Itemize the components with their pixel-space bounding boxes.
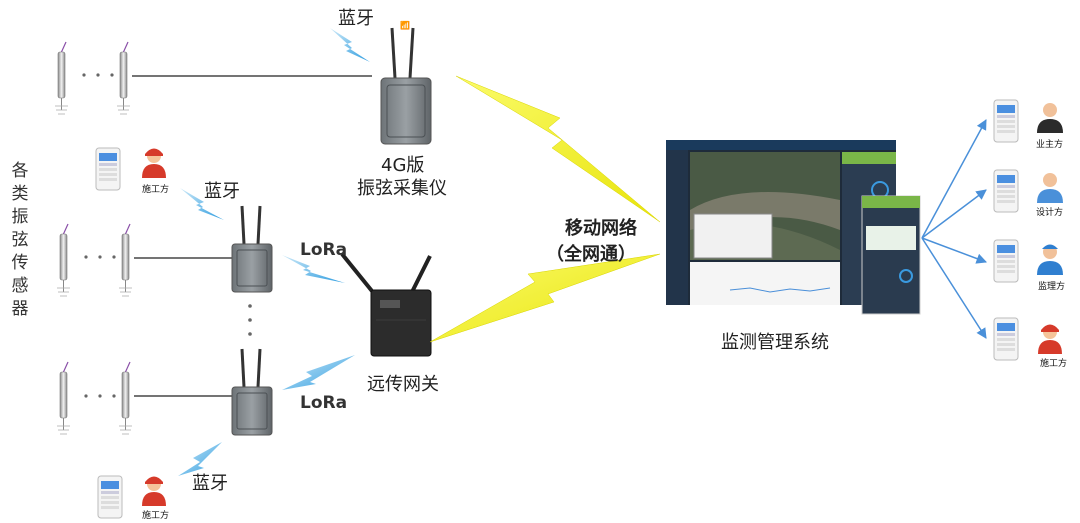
lora-wave-bottom	[282, 355, 355, 390]
device-4g-label-line2: 振弦采集仪	[357, 178, 447, 199]
sensor-row-top	[54, 41, 372, 115]
distribution-arrows	[921, 119, 987, 339]
bluetooth-label-bottom: 蓝牙	[192, 473, 228, 494]
network-label-line2: （全网通）	[546, 244, 636, 265]
lora-wave-top	[282, 255, 345, 283]
lora-label-top: LoRa	[300, 240, 348, 260]
stakeholder-label-contractor: 施工方	[1040, 359, 1068, 369]
lora-node-bottom	[230, 347, 274, 437]
contractor-label-bottom: 施工方	[142, 511, 170, 521]
4g-collector-device: 📶	[380, 20, 432, 145]
device-4g-label-line1: 4G版	[381, 155, 425, 176]
stakeholder-label-supervisor: 监理方	[1038, 282, 1066, 292]
stakeholder-label-owner: 业主方	[1036, 140, 1064, 150]
stakeholder-owner	[993, 99, 1063, 143]
gateway-label: 远传网关	[367, 374, 439, 395]
lora-node-top	[230, 204, 274, 294]
gateway-device	[340, 252, 432, 357]
sensor-row-mid	[56, 223, 232, 297]
bluetooth-wave-mid	[180, 188, 224, 220]
bluetooth-label-mid: 蓝牙	[204, 181, 240, 202]
stakeholder-designer	[993, 169, 1063, 213]
sensors-label: 各类振弦传感器	[11, 161, 29, 319]
lora-label-bottom: LoRa	[300, 393, 348, 413]
svg-text:📶: 📶	[400, 20, 410, 30]
lightning-bolt-bottom	[429, 253, 661, 343]
bluetooth-wave-top	[330, 28, 370, 62]
system-label: 监测管理系统	[721, 332, 829, 353]
contractor-label-mid: 施工方	[142, 185, 170, 195]
bluetooth-label-top: 蓝牙	[338, 8, 374, 29]
stakeholder-supervisor	[993, 239, 1063, 283]
sensor-row-bottom	[56, 361, 232, 435]
monitoring-system-screens	[666, 140, 921, 315]
network-label-line1: 移动网络	[565, 218, 637, 239]
stakeholder-label-designer: 设计方	[1036, 208, 1064, 218]
ellipsis-vertical	[248, 304, 252, 336]
bluetooth-wave-bottom	[178, 442, 222, 476]
lightning-bolt-top	[455, 75, 661, 223]
stakeholder-contractor	[993, 317, 1062, 361]
